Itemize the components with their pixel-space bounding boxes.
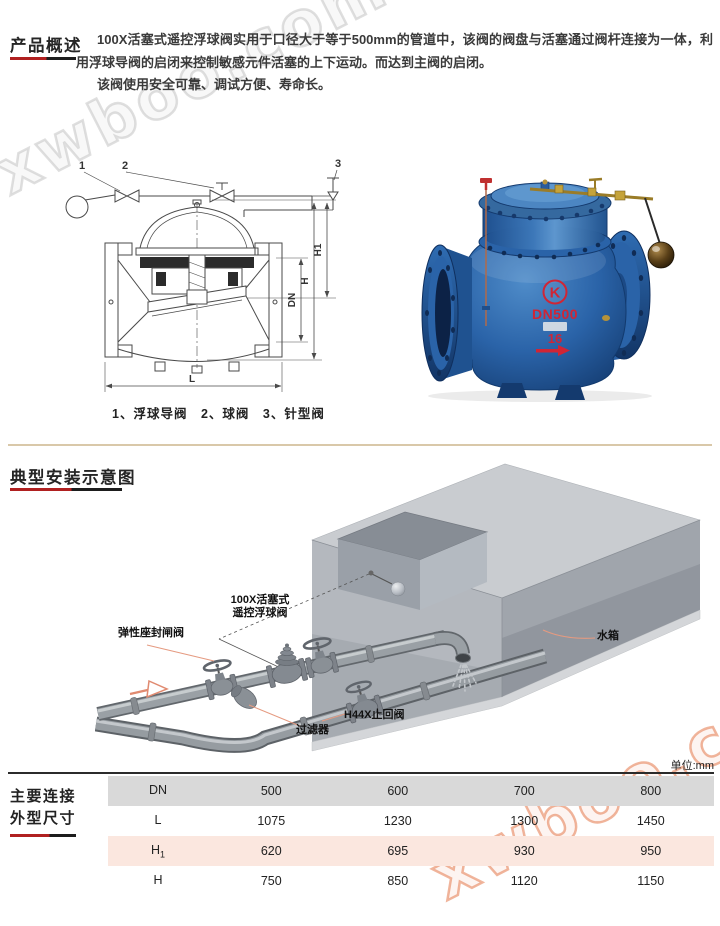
dim-label-l: L xyxy=(189,374,195,385)
float-ball-symbol xyxy=(65,195,89,219)
label-strainer: 过滤器 xyxy=(296,724,329,736)
main-float-valve xyxy=(266,643,308,688)
model-marking: DN500 xyxy=(532,306,578,322)
float-ball-inside-tank xyxy=(390,581,406,597)
bonnet-bolts xyxy=(485,203,605,260)
name-plate xyxy=(543,322,567,331)
flow-direction-arrow xyxy=(129,679,169,699)
pipe-outlet xyxy=(455,653,471,663)
leader-gate-valve xyxy=(146,644,215,662)
label-check-valve: H44X止回阀 xyxy=(344,709,405,721)
needle-valve-symbol xyxy=(312,177,339,211)
leader-check-valve xyxy=(321,713,346,722)
valve-foot xyxy=(497,383,527,398)
float-arm xyxy=(644,197,663,251)
valve-foot xyxy=(555,385,585,400)
label-main-valve: 100X活塞式 遥控浮球阀 xyxy=(230,594,290,619)
strainer xyxy=(230,685,257,709)
leader-strainer xyxy=(248,704,301,727)
install-heading: 典型安装示意图 xyxy=(10,469,136,487)
callout-1: 1 xyxy=(79,160,85,172)
right-flange xyxy=(268,242,283,358)
flow-arrow xyxy=(536,345,570,356)
overview-paragraph-1: 100X活塞式遥控浮球阀实用于口径大于等于500mm的管道中，该阀的阀盘与活塞通… xyxy=(76,32,713,70)
table-row: DN 500 600 700 800 xyxy=(108,776,714,806)
check-valve xyxy=(345,680,385,724)
table-header-underline xyxy=(10,834,76,837)
logo-letter: K xyxy=(550,285,561,302)
label-gate-valve: 弹性座封闸阀 xyxy=(118,627,184,639)
valve-body-bottom xyxy=(117,348,270,362)
pipe-lower-run xyxy=(95,648,548,753)
gate-valve-2 xyxy=(302,637,339,679)
table-unit: 单位:mm xyxy=(670,760,714,772)
pilot-piping xyxy=(529,177,654,201)
dim-label-h1: H1 xyxy=(313,243,324,256)
callout-3: 3 xyxy=(335,158,341,170)
section-divider xyxy=(8,444,712,446)
callout-2: 2 xyxy=(122,160,128,172)
pilot-valve-symbol xyxy=(114,189,129,203)
drawing-caption: 1、浮球导阀 2、球阀 3、针型阀 xyxy=(112,407,325,421)
water-spray xyxy=(452,664,477,692)
overview-paragraph-2: 该阀使用安全可靠、调试方便、寿命长。 xyxy=(97,77,332,93)
table-row-header: 主要连接 外型尺寸 xyxy=(10,788,77,827)
gauge-tap xyxy=(480,178,492,326)
leader-main-valve xyxy=(218,638,288,672)
overview-paragraphs: 100X活塞式遥控浮球阀实用于口径大于等于500mm的管道中，该阀的阀盘与活塞通… xyxy=(76,29,713,97)
leader-tank xyxy=(542,629,596,639)
dim-label-h: H xyxy=(300,277,311,284)
valve-product-photo: K DN500 16 xyxy=(421,177,675,402)
gate-valve-1 xyxy=(202,659,239,701)
dimensions-table: DN 500 600 700 800 L 1075 1230 1300 1450… xyxy=(108,776,714,896)
left-flange xyxy=(104,242,119,358)
pressure-marking: 16 xyxy=(548,331,562,346)
overview-heading: 产品概述 xyxy=(10,37,82,55)
table-row: H 750 850 1120 1150 xyxy=(153,872,665,888)
overview-heading-underline xyxy=(10,57,76,60)
valve-technical-drawing: 1 2 3 H1 H DN L xyxy=(65,158,341,392)
left-flange-bolts xyxy=(425,250,455,376)
float-ball xyxy=(647,241,675,269)
brand-logo xyxy=(542,279,568,305)
table-row: L 1075 1230 1300 1450 xyxy=(154,812,665,828)
ball-valve-symbol xyxy=(209,189,224,203)
table-row: H1 620 695 930 950 xyxy=(108,836,714,866)
dim-label-dn: DN xyxy=(287,293,298,307)
label-tank: 水箱 xyxy=(597,630,619,642)
install-heading-underline xyxy=(10,488,122,491)
inlet-bore xyxy=(435,269,451,357)
installation-diagram xyxy=(95,463,701,753)
tank-cutaway xyxy=(336,511,489,610)
table-top-rule xyxy=(8,772,714,774)
drain-plug xyxy=(602,315,610,321)
